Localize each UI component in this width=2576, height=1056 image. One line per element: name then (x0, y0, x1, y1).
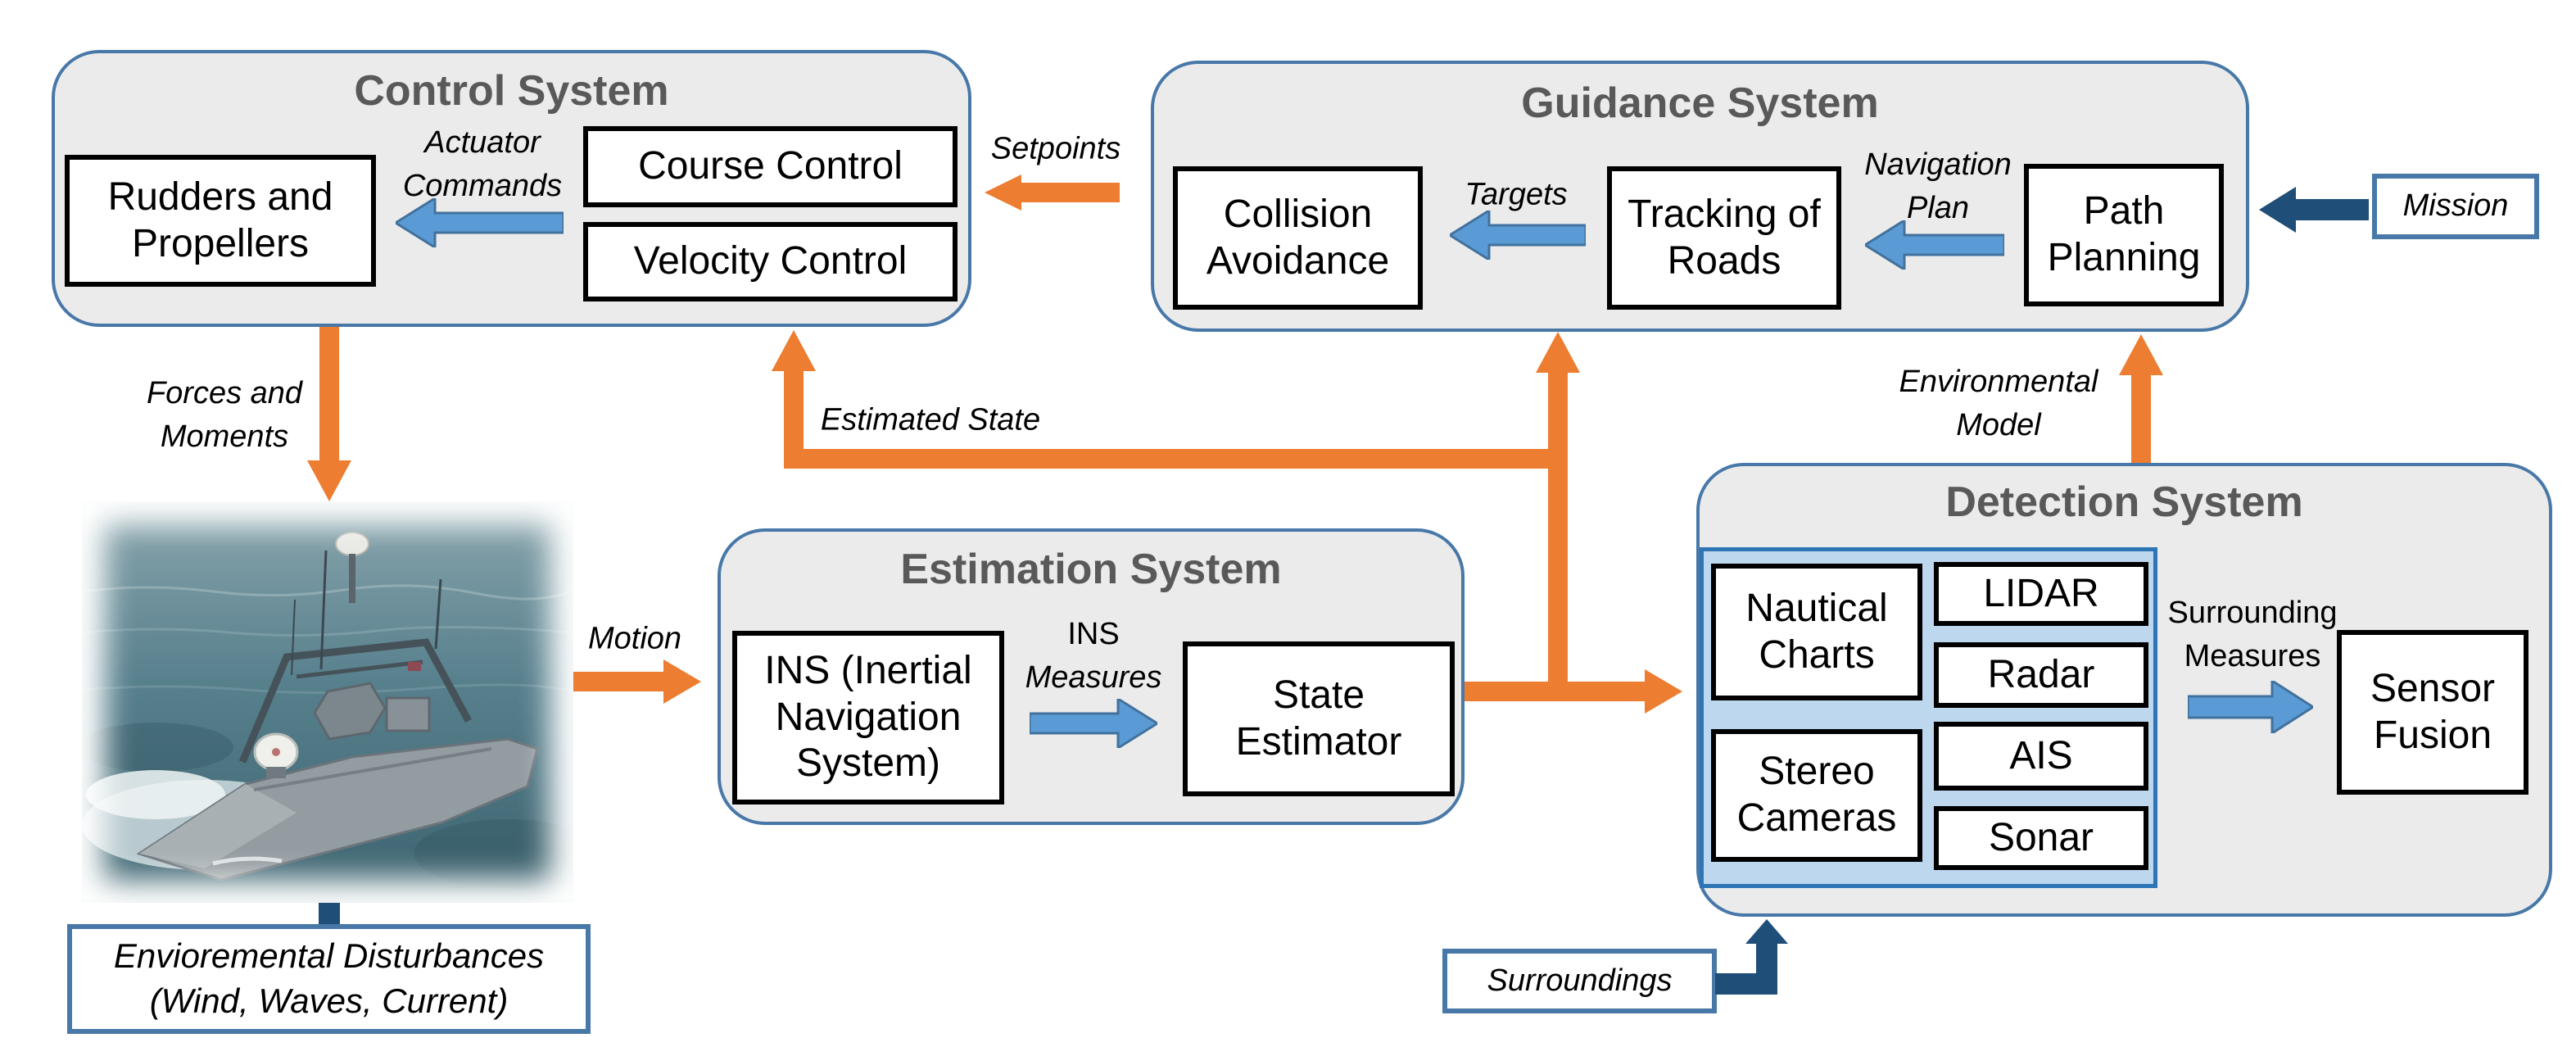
surroundings-box: Surroundings (1442, 949, 1717, 1013)
estimated-state-horizontal-line (784, 449, 1568, 469)
guidance-system-title: Guidance System (1521, 79, 1879, 127)
detection-system-title: Detection System (1945, 478, 2303, 526)
targets-label: Targets (1465, 177, 1568, 212)
motion-label: Motion (587, 621, 682, 656)
lidar-box: LIDAR (1934, 562, 2148, 626)
velocity-control-box: Velocity Control (583, 222, 958, 301)
environmental-disturbances-box: Envioremental Disturbances(Wind, Waves, … (67, 924, 591, 1034)
estimated-state-label: Estimated State (820, 402, 1041, 437)
sensor-fusion-box: Sensor Fusion (2337, 630, 2528, 795)
mission-arrow (2259, 187, 2369, 233)
estimated-state-vertical-line (1548, 373, 1568, 701)
usv-photo (78, 501, 602, 903)
photo-edge-fade (82, 501, 573, 903)
motion-arrowhead (663, 659, 701, 704)
surrounding-measures-arrow (2188, 681, 2313, 733)
tracking-of-roads-box: Tracking of Roads (1607, 166, 1841, 310)
estimated-state-guidance-arrowhead (1536, 332, 1580, 373)
targets-arrow (1450, 211, 1586, 260)
setpoints-label: Setpoints (990, 131, 1121, 166)
state-output-arrowhead (1645, 669, 1682, 714)
surroundings-arrowhead (1745, 919, 1788, 944)
ais-box: AIS (1934, 722, 2148, 791)
path-planning-box: Path Planning (2024, 164, 2224, 306)
control-system-title: Control System (354, 67, 669, 115)
estimation-system-title: Estimation System (900, 546, 1282, 593)
estimated-state-control-arrowhead (772, 330, 816, 371)
actuator-commands-arrow (396, 198, 564, 247)
setpoints-arrow (985, 174, 1120, 211)
radar-box: Radar (1934, 642, 2148, 708)
navigation-plan-arrow (1865, 220, 2004, 270)
course-control-box: Course Control (583, 126, 958, 207)
forces-moments-line (319, 327, 339, 460)
environmental-model-arrowhead (2119, 334, 2163, 375)
sonar-box: Sonar (1934, 806, 2148, 870)
estimated-state-control-branch (784, 371, 804, 469)
motion-line (573, 672, 665, 691)
ins-measures-arrow (1030, 699, 1157, 748)
usv-photo-art (78, 501, 602, 903)
nautical-charts-box: Nautical Charts (1711, 564, 1922, 700)
ins-box: INS (Inertial Navigation System) (732, 631, 1004, 804)
surroundings-line-vertical (1756, 942, 1777, 995)
rudders-propellers-box: Rudders and Propellers (65, 155, 376, 287)
environmental-model-line (2131, 375, 2151, 463)
forces-moments-arrowhead (307, 460, 351, 501)
collision-avoidance-box: Collision Avoidance (1173, 166, 1423, 310)
mission-box: Mission (2372, 174, 2539, 239)
stereo-cameras-box: Stereo Cameras (1711, 729, 1922, 862)
state-estimator-box: State Estimator (1183, 641, 1455, 796)
